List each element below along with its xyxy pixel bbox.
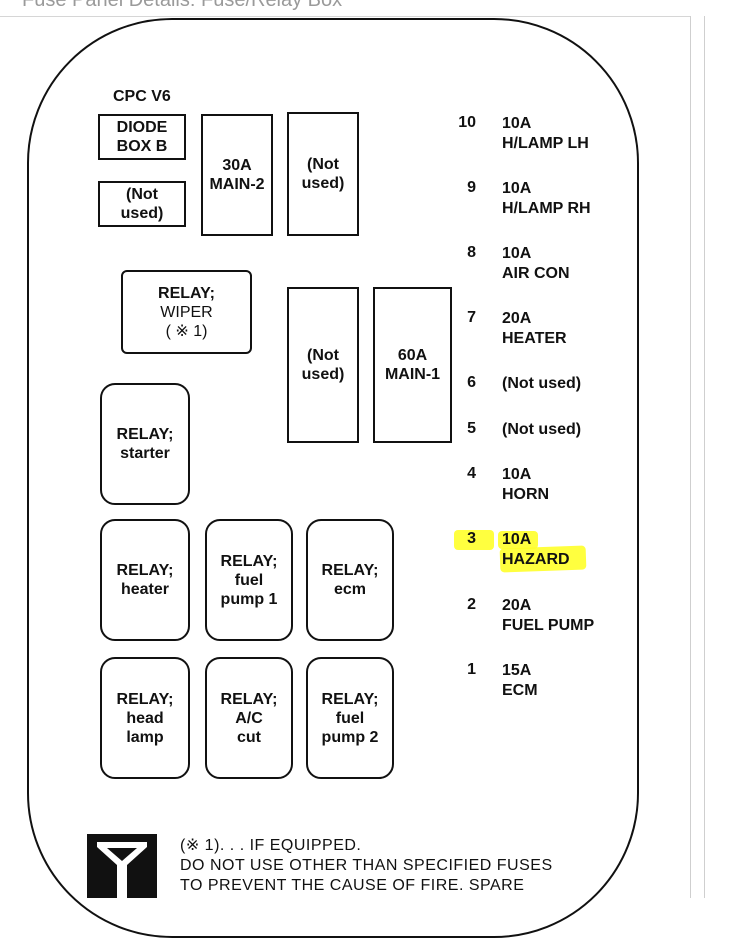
fuse-number: 8 [467, 244, 476, 261]
relay-fuel-pump-2: RELAY; fuel pump 2 [306, 657, 394, 779]
fuse-number: 1 [467, 661, 476, 678]
fuse-number: 10 [458, 114, 476, 131]
fuse-label: 20A HEATER [502, 310, 567, 347]
fuse-label: 15A ECM [502, 662, 538, 699]
fuse-label: (Not used) [502, 375, 582, 392]
not-used-slot-top: (Not used) [287, 112, 359, 236]
page-title: Fuse Panel Details: Fuse/Relay Box [22, 0, 343, 11]
relay-ecm: RELAY; ecm [306, 519, 394, 641]
relay-head-lamp: RELAY; head lamp [100, 657, 190, 779]
fuse-label: 10A HORN [502, 466, 550, 503]
diode-box-b: DIODE BOX B [98, 114, 186, 160]
fuse-label: 10A HAZARD [502, 531, 570, 568]
main-1-fuse: 60A MAIN-1 [373, 287, 452, 443]
relay-ac-cut: RELAY; A/C cut [205, 657, 293, 779]
relay-fuel-pump-1: RELAY; fuel pump 1 [205, 519, 293, 641]
fuse-label: 20A FUEL PUMP [502, 597, 595, 634]
highlight-fuse-3-rating [498, 531, 538, 549]
cpc-v6-label: CPC V6 [113, 88, 171, 105]
not-used-slot-small: (Not used) [98, 181, 186, 227]
fuse-label: 10A AIR CON [502, 245, 570, 282]
relay-wiper: RELAY; WIPER ( ※ 1) [121, 270, 252, 354]
fuse-label: 10A H/LAMP LH [502, 115, 589, 152]
brand-logo-icon [87, 834, 157, 898]
highlight-fuse-3-number [454, 530, 494, 550]
fuse-number: 4 [467, 465, 476, 482]
fuse-number: 6 [467, 374, 476, 391]
fuse-label: 10A H/LAMP RH [502, 180, 591, 217]
fuse-number: 2 [467, 596, 476, 613]
fuse-number: 7 [467, 309, 476, 326]
fuse-label: (Not used) [502, 421, 582, 438]
frame-border-right [690, 16, 691, 898]
relay-heater: RELAY; heater [100, 519, 190, 641]
fuse-number: 5 [467, 420, 476, 437]
main-2-fuse: 30A MAIN-2 [201, 114, 273, 236]
frame-border-outer [704, 16, 705, 898]
not-used-slot-mid: (Not used) [287, 287, 359, 443]
page-header: Fuse Panel Details: Fuse/Relay Box [0, 0, 690, 17]
fuse-number: 3 [467, 530, 476, 547]
fuse-number: 9 [467, 179, 476, 196]
footer-note: (※ 1). . . IF EQUIPPED. DO NOT USE OTHER… [180, 837, 553, 894]
relay-starter: RELAY; starter [100, 383, 190, 505]
